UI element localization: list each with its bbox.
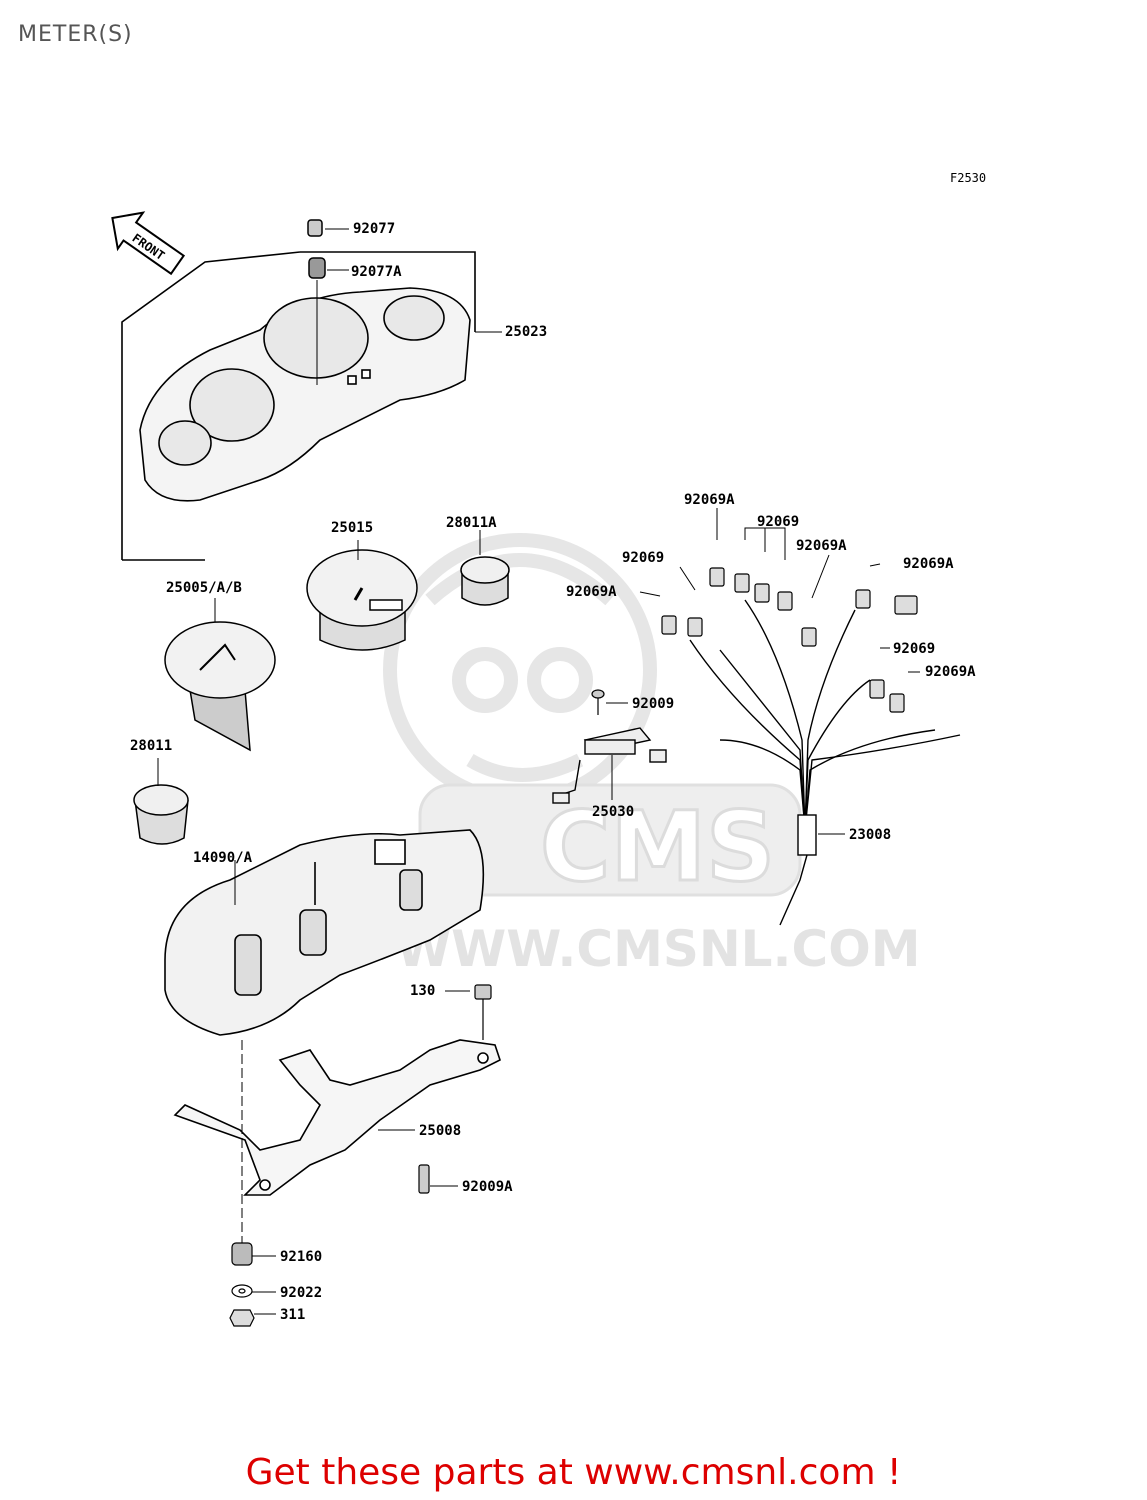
- bracket-25008: [173, 1039, 501, 1196]
- part-label-23008: 23008: [849, 827, 892, 843]
- part-label-25005: 25005/A/B: [166, 580, 242, 596]
- part-label-92069-right: 92069: [893, 641, 936, 657]
- part-label-92160: 92160: [280, 1249, 323, 1265]
- part-label-28011: 28011: [130, 738, 173, 754]
- part-label-92069a-right: 92069A: [903, 556, 954, 572]
- part-label-92009a: 92009A: [462, 1179, 513, 1195]
- screw-92077-icon: [307, 219, 323, 237]
- part-label-25030: 25030: [592, 804, 635, 820]
- meter-cover-upper: [121, 251, 476, 561]
- part-label-92077: 92077: [353, 221, 396, 237]
- part-label-92069a-top: 92069A: [684, 492, 735, 508]
- part-label-92077a: 92077A: [351, 264, 402, 280]
- leader-lines: [157, 228, 920, 1315]
- watermark-url: WWW.CMSNL.COM: [396, 920, 921, 978]
- gauge-25015: [306, 549, 418, 651]
- washer-92022-icon: [231, 1284, 253, 1298]
- part-label-130: 130: [410, 983, 436, 999]
- bulb-sockets: [661, 567, 918, 713]
- wiring-harness-23008: [689, 599, 961, 926]
- socket-28011: [133, 784, 189, 845]
- part-label-92069a-right2: 92069A: [925, 664, 976, 680]
- part-label-92069a-mid: 92069A: [796, 538, 847, 554]
- part-label-25008: 25008: [419, 1123, 462, 1139]
- meter-case-lower: [164, 829, 485, 1036]
- page-title: METER(S): [18, 22, 133, 47]
- part-label-14090: 14090/A: [193, 850, 253, 866]
- part-label-92022: 92022: [280, 1285, 323, 1301]
- screw-92077a-icon: [308, 257, 326, 279]
- bolt-92009a-icon: [418, 1164, 430, 1194]
- part-label-92069-top: 92069: [757, 514, 800, 530]
- footer-link[interactable]: Get these parts at www.cmsnl.com !: [245, 1452, 902, 1493]
- part-label-25023: 25023: [505, 324, 548, 340]
- bolt-130-icon: [474, 984, 492, 1040]
- part-label-92009: 92009: [632, 696, 675, 712]
- screw-92009-icon: [591, 689, 605, 715]
- gauge-25005: [164, 621, 276, 752]
- front-arrow-icon: FRONT: [111, 211, 186, 276]
- socket-28011a: [460, 556, 510, 606]
- part-label-25015: 25015: [331, 520, 374, 536]
- part-label-92069-left: 92069: [622, 550, 665, 566]
- module-25030: [552, 727, 667, 804]
- part-label-311: 311: [280, 1307, 306, 1323]
- grommet-92160-icon: [231, 1242, 253, 1266]
- watermark-logo: [383, 533, 657, 807]
- nut-311-icon: [229, 1309, 255, 1327]
- figure-code: F2530: [950, 171, 987, 185]
- watermark-brand: CMS: [540, 791, 775, 903]
- part-label-28011a: 28011A: [446, 515, 497, 531]
- part-label-92069a-left: 92069A: [566, 584, 617, 600]
